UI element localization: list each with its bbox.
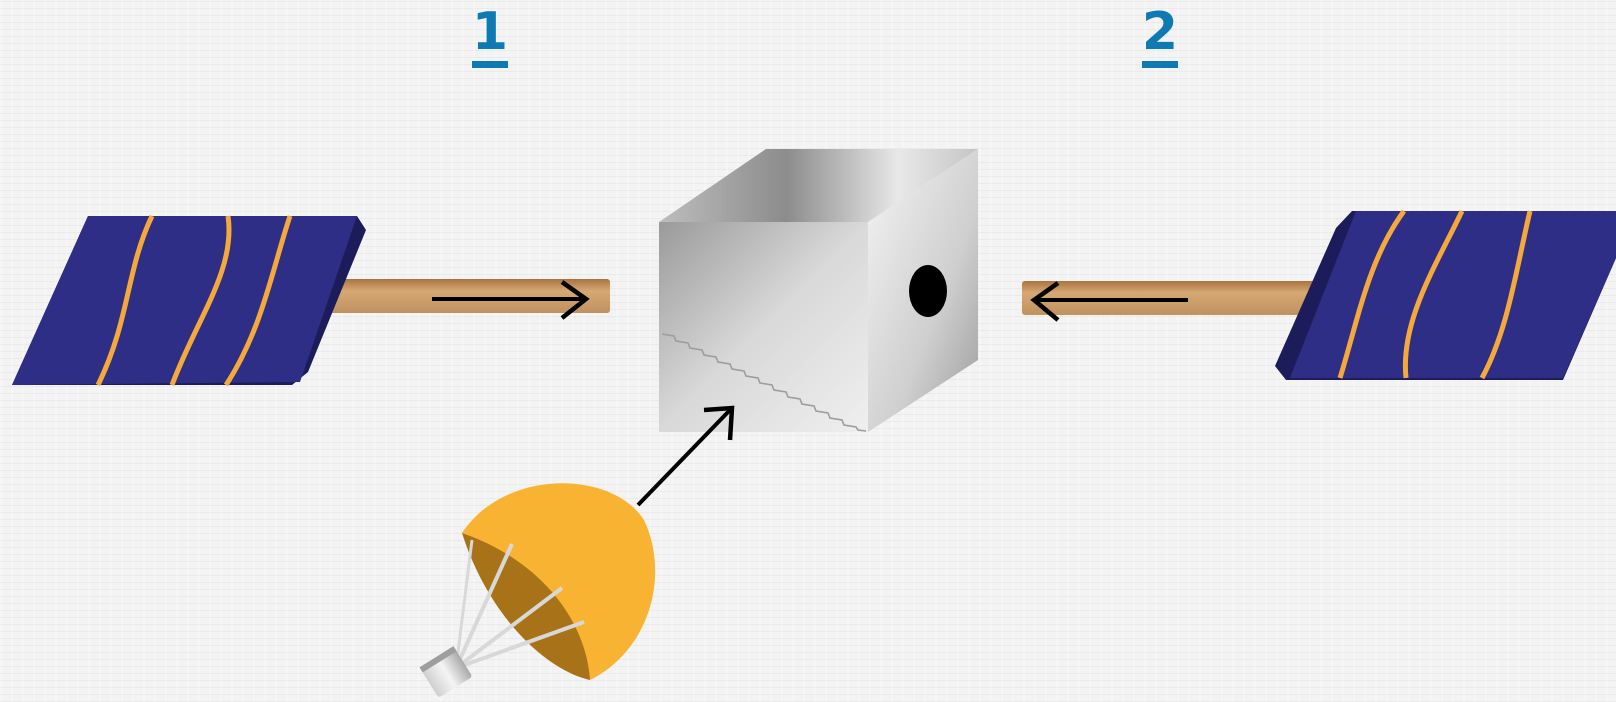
parachute-canister: [419, 646, 472, 697]
cube-seam: [661, 333, 867, 432]
parachute-line: [455, 620, 585, 670]
step-1-label: 1: [460, 2, 520, 68]
parachute-line: [454, 586, 564, 670]
cube-front-face: [659, 222, 868, 432]
right-solar-panel: [1022, 209, 1616, 380]
left-solar-panel: [12, 214, 610, 387]
left-boom: [322, 279, 610, 313]
right-panel-stripe: [1337, 209, 1407, 379]
left-panel-surface: [12, 216, 357, 385]
right-panel-stripe: [1479, 210, 1533, 380]
parachute-line: [454, 539, 474, 669]
step-2-label: 2: [1130, 2, 1190, 68]
left-panel-stripe: [95, 214, 155, 387]
left-arrow-icon: [432, 280, 590, 320]
cube-port: [909, 265, 947, 317]
parachute-line: [454, 543, 514, 669]
left-panel-stripe: [223, 215, 293, 387]
parachute-canopy: [462, 483, 656, 680]
parachute-inner: [462, 533, 590, 680]
cube-top-face: [659, 149, 978, 222]
right-panel-stripe: [1402, 209, 1465, 379]
right-arrow-icon: [1030, 281, 1188, 322]
left-panel-stripe: [169, 215, 232, 386]
right-panel-surface: [1290, 211, 1616, 378]
cube-icon: [659, 149, 978, 432]
parachute-arrow-icon: [636, 405, 735, 507]
parachute-icon: [419, 483, 656, 697]
